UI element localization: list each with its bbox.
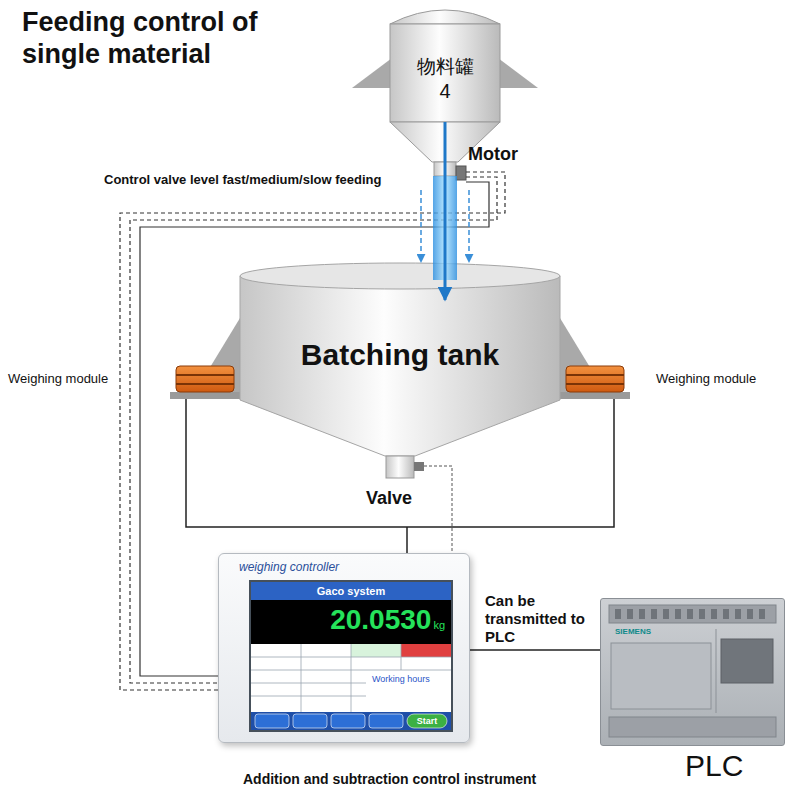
start-button xyxy=(407,714,447,728)
tank-rim xyxy=(240,263,560,289)
terminals xyxy=(615,609,765,619)
load-cell-wire xyxy=(406,527,408,553)
plc-art xyxy=(601,599,784,745)
screen-button xyxy=(369,714,403,728)
screen-display xyxy=(251,600,451,644)
tank-label: 物料罐 xyxy=(417,53,474,79)
edge-label: Can be transmitted to PLC xyxy=(485,592,585,646)
screen-header xyxy=(251,582,451,600)
screen-cell xyxy=(351,644,401,657)
batching-tank: Batching tank xyxy=(240,300,560,410)
part-label: Motor xyxy=(468,144,518,165)
weighing-controller: weighing controller 20.0530kg Gaco system… xyxy=(218,553,470,743)
tank-dome xyxy=(390,10,500,24)
terminal-strip xyxy=(609,717,776,737)
part-label: Weighing module xyxy=(656,371,756,387)
load-cell-wire xyxy=(186,399,614,527)
screen-button xyxy=(255,714,289,728)
screen-button xyxy=(293,714,327,728)
brand-name: SIEMENS xyxy=(615,627,651,637)
motor-symbol xyxy=(456,166,466,180)
module-band xyxy=(176,383,234,385)
weighing-module-symbol xyxy=(566,366,624,392)
screen-button xyxy=(331,714,365,728)
module-band xyxy=(566,374,624,376)
status-window xyxy=(721,639,773,683)
flow-arrow xyxy=(468,190,470,262)
tank-name: Batching tank xyxy=(301,338,499,372)
screen-table xyxy=(251,644,451,712)
front-cover xyxy=(611,643,711,709)
screen-field: Working hours xyxy=(371,674,431,685)
caption: Addition and subtraction control instrum… xyxy=(243,770,536,788)
screen-button-bar xyxy=(251,712,451,730)
diagram-title: Feeding control of single material xyxy=(22,6,322,70)
material-tank: 物料罐4 xyxy=(390,34,500,122)
device-name: weighing controller xyxy=(239,560,339,574)
reading-row: 20.0530kg xyxy=(330,603,445,637)
connector xyxy=(470,649,600,651)
weighing-module-symbol xyxy=(176,366,234,392)
plc-module: SIEMENSPLC xyxy=(600,598,785,746)
screen-cell xyxy=(401,644,451,657)
signal-note: Control valve level fast/medium/slow fee… xyxy=(104,172,394,188)
base-plate xyxy=(560,392,630,399)
weight-reading: 20.0530 xyxy=(330,603,431,637)
part-label: Weighing module xyxy=(8,371,108,387)
tank-body xyxy=(240,276,560,456)
valve-wire xyxy=(424,466,452,553)
tank-body xyxy=(390,24,500,122)
touch-screen: 20.0530kg Gaco systemWorking hoursStart xyxy=(249,580,453,732)
screen-button-text: Start xyxy=(407,714,447,728)
batching-tank-art xyxy=(170,263,630,478)
connector xyxy=(444,122,447,300)
tank-wing xyxy=(498,58,538,88)
tank-outlet xyxy=(386,456,414,478)
module-band xyxy=(566,383,624,385)
valve-symbol xyxy=(414,462,424,471)
screen-grid xyxy=(251,644,451,712)
weight-unit: kg xyxy=(433,619,445,631)
terminal-strip xyxy=(609,605,776,623)
module-band xyxy=(176,374,234,376)
tank-number: 4 xyxy=(439,79,450,103)
part-label: Valve xyxy=(366,488,412,509)
flow-arrow xyxy=(420,190,422,262)
tank-wing xyxy=(352,58,392,88)
screen-header-text: Gaco system xyxy=(251,584,451,598)
device-name: PLC xyxy=(685,749,743,783)
signal-wires xyxy=(186,399,614,553)
base-plate xyxy=(170,392,240,399)
housing-seam xyxy=(716,629,717,713)
